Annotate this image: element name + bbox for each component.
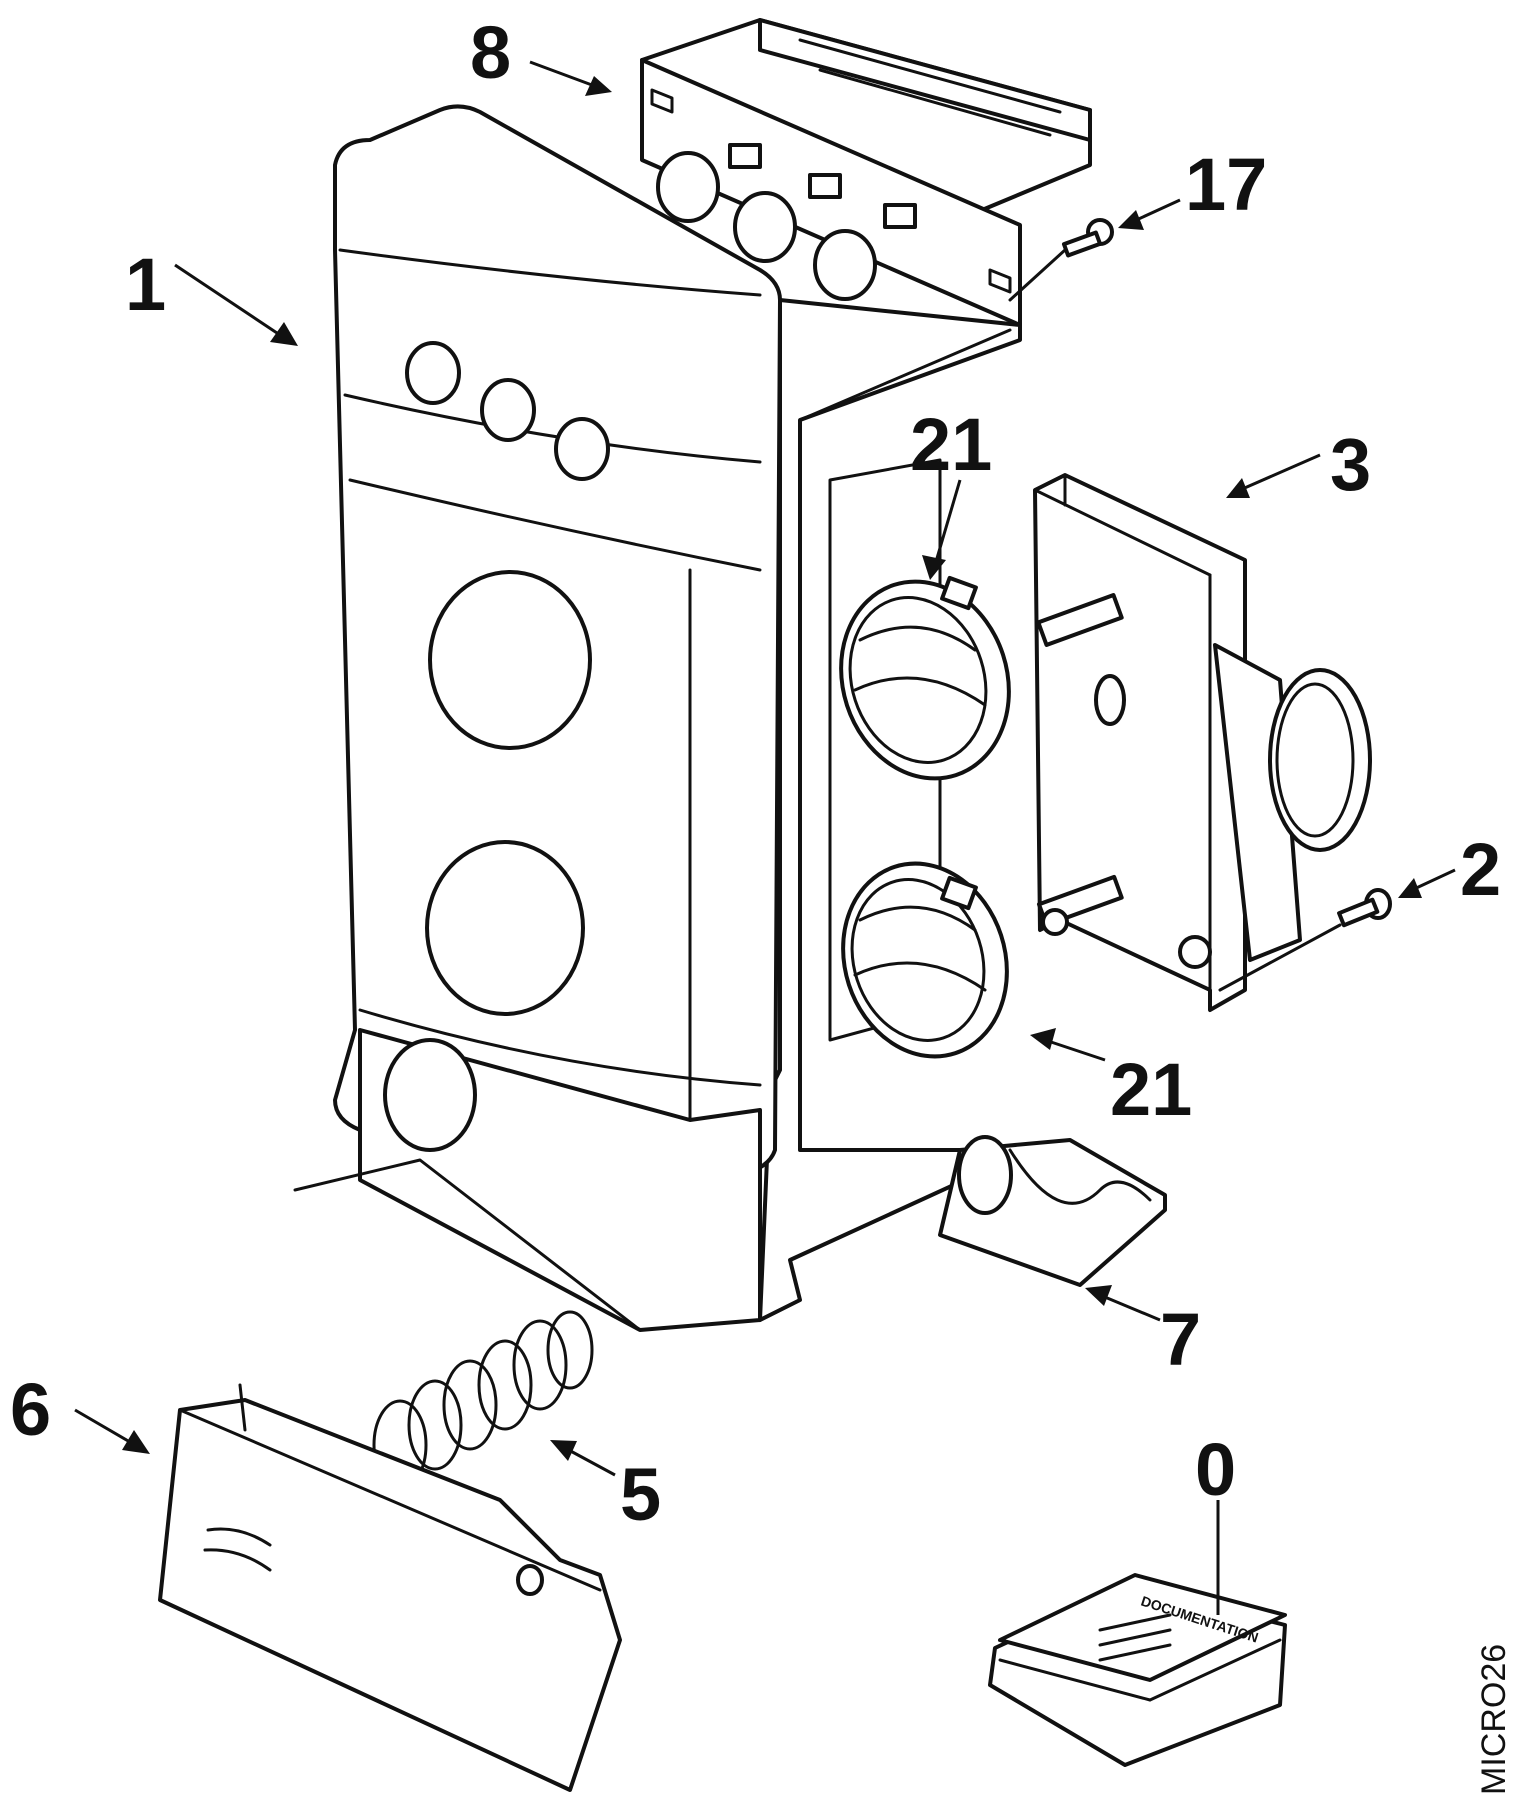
callout-8: 8 [470,11,511,94]
panel-dial-opening-lower [425,840,585,1016]
callout-2: 2 [1460,828,1501,911]
callout-5: 5 [620,1453,661,1536]
callout-6: 6 [10,1368,51,1451]
callout-21-upper: 21 [910,403,992,486]
part-0-documentation-booklet: DOCUMENTATION [988,1573,1287,1767]
callout-labels: 8 17 1 21 3 2 21 7 6 5 0 [10,11,1501,1536]
callout-21-lower: 21 [1110,1048,1192,1131]
panel-button-1 [405,341,461,405]
part-1-front-panel [293,104,782,1332]
part-6-handle-cover [158,1383,622,1792]
callout-7: 7 [1160,1298,1201,1381]
callout-3: 3 [1330,423,1371,506]
callout-17: 17 [1185,143,1267,226]
knob-3 [813,229,877,301]
knob-2 [733,191,797,263]
part-7-latch [938,1135,1167,1287]
panel-dial-opening-upper [428,570,592,750]
part-3-switch-assembly [1033,473,1372,1012]
panel-button-3 [554,417,610,481]
drawing-code: MICRO26 [1475,1644,1513,1795]
knob-1 [656,151,720,223]
panel-button-2 [480,378,536,442]
part-21-knob-upper [839,575,1011,781]
leader-lines [74,60,1456,1615]
part-2-screw [1218,888,1392,992]
part-8-control-module [640,18,1092,327]
part-17-screw [1008,218,1114,302]
callout-0: 0 [1195,1428,1236,1511]
callout-1: 1 [125,243,166,326]
part-21-knob-lower [841,861,1009,1059]
